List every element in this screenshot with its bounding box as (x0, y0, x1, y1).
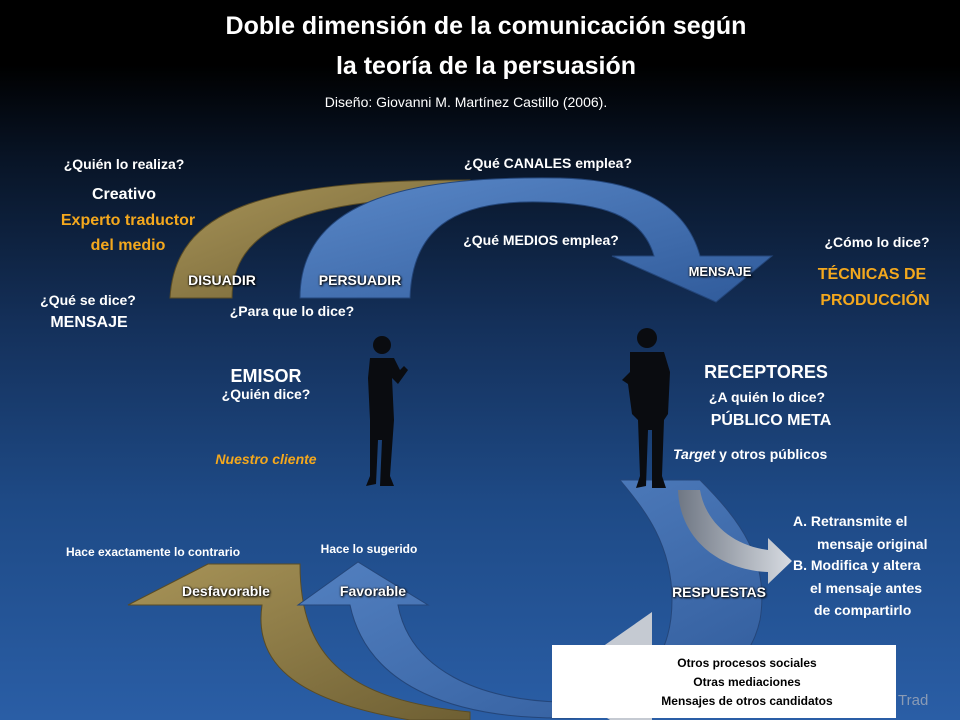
modifica-line1: B. Modifica y altera (793, 557, 921, 573)
ghost-text: Trad (898, 692, 929, 709)
mensajes-candidatos-line: Mensajes de otros candidatos (661, 694, 833, 708)
favorable-label: Favorable (339, 583, 407, 599)
sugerido-label: Hace lo sugerido (320, 542, 418, 556)
credit: Diseño: Giovanni M. Martínez Castillo (2… (324, 94, 608, 110)
mensaje-arrow-label: MENSAJE (688, 264, 752, 279)
creativo-label: Creativo (91, 186, 157, 203)
emisor-title: EMISOR (230, 366, 302, 386)
como-lo-dice-question: ¿Cómo lo dice? (824, 234, 930, 250)
canales-question: ¿Qué CANALES emplea? (463, 155, 633, 171)
retransmite-arrow (678, 490, 792, 584)
otras-mediaciones-line: Otras mediaciones (693, 675, 801, 689)
desfavorable-label: Desfavorable (182, 583, 270, 599)
page-title-line1: Doble dimensión de la comunicación según (225, 12, 747, 40)
receptores-title: RECEPTORES (704, 362, 828, 382)
disuadir-label: DISUADIR (188, 272, 256, 288)
retransmite-line2: mensaje original (817, 536, 928, 552)
respuestas-label: RESPUESTAS (672, 584, 766, 600)
target-word: Target (673, 446, 716, 462)
disuadir-arrow (169, 179, 471, 299)
experto-line2: del medio (90, 237, 166, 254)
otros-procesos-box: Otros procesos sociales Otras mediacione… (552, 645, 896, 718)
respuestas-arrow (296, 479, 763, 719)
emisor-figure (366, 336, 408, 486)
quien-realiza-question: ¿Quién lo realiza? (63, 156, 185, 172)
page-title-line2: la teoría de la persuasión (335, 52, 637, 80)
tecnicas-line2: PRODUCCIÓN (820, 292, 930, 309)
mensaje-label-left: MENSAJE (50, 314, 128, 331)
receptores-question: ¿A quién lo dice? (708, 389, 826, 405)
otros-procesos-line: Otros procesos sociales (677, 656, 817, 670)
receptor-figure (622, 328, 670, 488)
emisor-question: ¿Quién dice? (221, 386, 311, 402)
modifica-line2: el mensaje antes (810, 580, 923, 596)
publico-meta-label: PÚBLICO META (710, 412, 832, 429)
que-se-dice-question: ¿Qué se dice? (40, 292, 136, 308)
para-que-question: ¿Para que lo dice? (229, 303, 355, 319)
contrario-label: Hace exactamente lo contrario (65, 545, 241, 559)
modifica-line3: de compartirlo (814, 602, 912, 618)
target-line: Target y otros públicos (673, 446, 827, 462)
tecnicas-line1: TÉCNICAS DE (817, 266, 927, 283)
persuadir-label: PERSUADIR (318, 272, 402, 288)
experto-line1: Experto traductor (60, 212, 196, 229)
persuadir-arrow (299, 177, 774, 303)
desfavorable-arrow (127, 563, 471, 720)
target-rest: y otros públicos (715, 446, 828, 462)
retransmite-line1: A. Retransmite el (793, 513, 908, 529)
medios-question: ¿Qué MEDIOS emplea? (463, 232, 619, 248)
nuestro-cliente-label: Nuestro cliente (215, 451, 317, 467)
